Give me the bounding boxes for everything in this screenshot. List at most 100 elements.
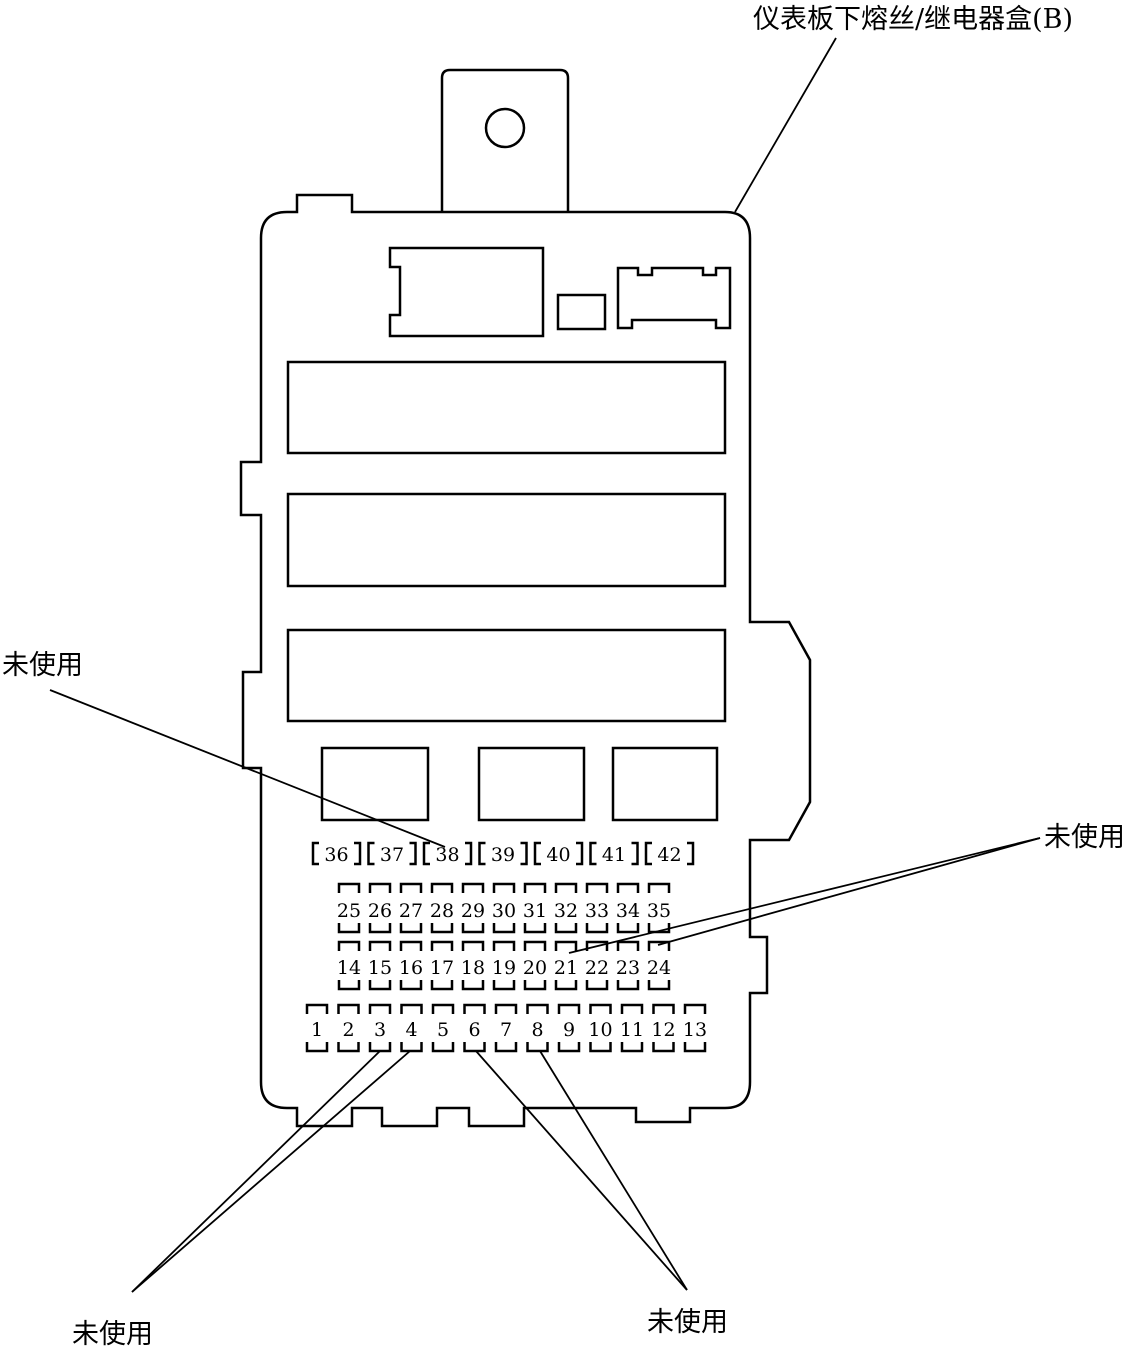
fuse-slot-9-bottom-bracket	[557, 1042, 581, 1053]
fuse-number-5: 5	[437, 1019, 449, 1041]
fuse-slot-13-top-bracket	[683, 1003, 707, 1014]
fuse-slot-41-right-bracket	[631, 841, 639, 866]
fuse-slot-28-bottom-bracket	[430, 923, 454, 934]
fuse-number-31: 31	[523, 900, 547, 922]
fuse-slot-36-left-bracket	[311, 841, 319, 866]
fuse-slot-1-top-bracket	[305, 1003, 329, 1014]
relay-socket-a	[320, 746, 430, 822]
fuse-slot-40: 40	[533, 841, 584, 866]
fuse-slot-33: 33	[585, 882, 609, 934]
fuse-slot-23: 23	[616, 940, 640, 991]
fuse-slot-12-top-bracket	[652, 1003, 675, 1014]
fuse-slot-10-bottom-bracket	[589, 1042, 612, 1053]
fuse-slot-23-bottom-bracket	[616, 980, 640, 991]
fuse-slot-20: 20	[523, 940, 547, 991]
fuse-slot-32-top-bracket	[554, 882, 578, 893]
relay-socket-c	[611, 746, 719, 822]
fuse-slot-36-right-bracket	[354, 841, 362, 866]
fuse-number-34: 34	[616, 900, 640, 922]
fuse-slot-30: 30	[492, 882, 516, 934]
fuse-slot-24-top-bracket	[647, 940, 671, 951]
fuse-number-39: 39	[491, 844, 515, 866]
callout-label-left-mid: 未使用	[2, 650, 83, 681]
fuse-slot-3: 3	[368, 1003, 392, 1053]
fuse-slot-15-bottom-bracket	[368, 980, 392, 991]
callout-leader-bottom-left-2	[131, 1050, 411, 1293]
fuse-number-27: 27	[399, 900, 423, 922]
fuse-slot-40-right-bracket	[576, 841, 584, 866]
box-housing	[239, 193, 812, 1128]
fuse-slot-2-bottom-bracket	[337, 1042, 360, 1053]
fuse-slot-5-bottom-bracket	[431, 1042, 455, 1053]
callout-leader-bottom-right-2	[539, 1050, 688, 1291]
fuse-slot-16-top-bracket	[399, 940, 423, 951]
fuse-number-30: 30	[492, 900, 516, 922]
fuse-slot-17-bottom-bracket	[430, 980, 454, 991]
fuse-slot-27-bottom-bracket	[399, 923, 423, 934]
fuse-number-25: 25	[337, 900, 361, 922]
fuse-slot-3-bottom-bracket	[368, 1042, 392, 1053]
fuse-slot-2-top-bracket	[337, 1003, 360, 1014]
fuse-slot-39-right-bracket	[520, 841, 528, 866]
fuse-slot-9-top-bracket	[557, 1003, 581, 1014]
fuse-slot-25: 25	[337, 882, 361, 934]
fuse-slot-39-left-bracket	[478, 841, 486, 866]
callout-leader-bottom-left-1	[131, 1050, 381, 1293]
fuse-slot-12: 12	[651, 1003, 676, 1053]
fuse-slot-5: 5	[431, 1003, 455, 1053]
fuse-slot-8-bottom-bracket	[526, 1042, 549, 1053]
fuse-slot-3-top-bracket	[368, 1003, 392, 1014]
fuse-slot-28-top-bracket	[430, 882, 454, 893]
fuse-slot-2: 2	[337, 1003, 360, 1053]
fuse-slot-27: 27	[399, 882, 423, 934]
fuse-slot-20-top-bracket	[523, 940, 547, 951]
fuse-slot-35-bottom-bracket	[647, 923, 671, 934]
callout-label-bottom-left: 未使用	[72, 1319, 153, 1347]
fuse-slot-29-top-bracket	[461, 882, 485, 893]
fuse-slot-37-right-bracket	[409, 841, 417, 866]
fuse-number-11: 11	[620, 1019, 644, 1041]
fuse-slot-34-top-bracket	[616, 882, 640, 893]
fuse-slot-41: 41	[589, 841, 639, 866]
fuse-slot-9: 9	[557, 1003, 581, 1053]
fuse-number-29: 29	[461, 900, 485, 922]
fuse-slot-39: 39	[478, 841, 528, 866]
fuse-slot-30-bottom-bracket	[492, 923, 516, 934]
fuse-number-14: 14	[337, 957, 361, 979]
fuse-number-17: 17	[430, 957, 454, 979]
fuse-slot-37: 37	[367, 841, 417, 866]
fuse-slot-15: 15	[368, 940, 392, 991]
fuse-slot-4-bottom-bracket	[400, 1042, 423, 1053]
fuse-number-2: 2	[342, 1019, 354, 1041]
small-socket	[556, 293, 607, 331]
fuse-number-9: 9	[563, 1019, 575, 1041]
fuse-number-40: 40	[546, 844, 570, 866]
fuse-slot-7: 7	[494, 1003, 518, 1053]
fuse-slot-34-bottom-bracket	[616, 923, 640, 934]
fuse-number-23: 23	[616, 957, 640, 979]
fuse-slot-23-top-bracket	[616, 940, 640, 951]
fuse-number-22: 22	[585, 957, 609, 979]
fuse-slot-21: 21	[554, 940, 578, 991]
fuse-slot-13: 13	[683, 1003, 707, 1053]
fuse-slot-25-bottom-bracket	[337, 923, 361, 934]
fuse-slot-31-bottom-bracket	[523, 923, 547, 934]
fuse-slot-14-bottom-bracket	[337, 980, 361, 991]
fuse-slot-11-bottom-bracket	[620, 1042, 644, 1053]
fuse-slot-32: 32	[554, 882, 578, 934]
fuse-number-7: 7	[500, 1019, 512, 1041]
fuse-slot-26: 26	[368, 882, 392, 934]
fuse-slot-5-top-bracket	[431, 1003, 455, 1014]
fuse-slot-22-top-bracket	[585, 940, 609, 951]
fuse-slot-8: 8	[526, 1003, 549, 1053]
diagram-title: 仪表板下熔丝/继电器盒(B)	[753, 4, 1073, 35]
fuse-number-21: 21	[554, 957, 578, 979]
fuse-slot-28: 28	[430, 882, 454, 934]
fuse-slot-7-top-bracket	[494, 1003, 518, 1014]
fuse-slot-31: 31	[523, 882, 547, 934]
callout-leader-left-mid	[49, 689, 446, 848]
fuse-slot-11: 11	[620, 1003, 644, 1053]
fuse-slot-26-bottom-bracket	[368, 923, 392, 934]
